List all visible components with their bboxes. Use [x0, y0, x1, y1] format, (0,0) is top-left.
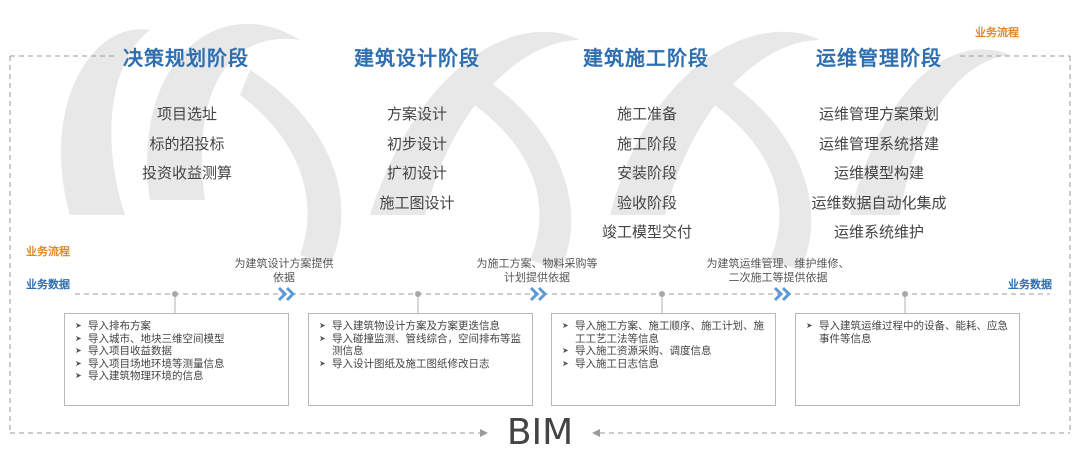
- timeline-chevrons: [277, 286, 792, 302]
- swoosh-8: [850, 49, 1010, 215]
- basis-note-operation: 为建筑运维管理、维护维修、 二次施工等提供依据: [706, 257, 850, 284]
- list-item: 导入设计图纸及施工图纸修改日志: [319, 358, 526, 371]
- swoosh-6: [610, 31, 820, 215]
- phase-item: 投资收益测算: [141, 164, 232, 182]
- phase-item: 施工准备: [616, 105, 677, 123]
- phase-item: 竣工模型交付: [601, 223, 692, 241]
- phase-item: 方案设计: [386, 105, 447, 123]
- swoosh-5: [460, 70, 572, 270]
- list-item: 导入碰撞监测、管线综合，空间排布等监测信息: [319, 333, 526, 358]
- phase-item: 运维管理方案策划: [818, 105, 939, 123]
- data-box-operation: 导入建筑运维过程中的设备、能耗、应急事件等信息: [795, 313, 1020, 406]
- flow-tag-left: 业务流程: [26, 245, 70, 258]
- basis-note-design: 为建筑设计方案提供 依据: [234, 257, 334, 284]
- swoosh-2: [61, 29, 150, 215]
- phase-item: 运维系统维护: [833, 223, 924, 241]
- data-tag-left: 业务数据: [26, 278, 70, 291]
- phase-item: 施工阶段: [616, 134, 677, 153]
- list-item: 导入排布方案: [75, 320, 282, 333]
- list-item: 导入项目场地环境等测量信息: [75, 358, 282, 371]
- flow-tag-top-right: 业务流程: [975, 26, 1019, 39]
- phase-item: 标的招投标: [149, 134, 225, 153]
- swoosh-4: [370, 31, 580, 215]
- phase-items-construction: 施工准备 施工阶段 安装阶段 验收阶段 竣工模型交付: [527, 100, 767, 248]
- phase-item: 验收阶段: [616, 193, 677, 212]
- phase-title-design: 建筑设计阶段: [354, 46, 480, 70]
- basis-note-construction: 为施工方案、物料采购等 计划提供依据: [476, 257, 598, 284]
- phase-items-design: 方案设计 初步设计 扩初设计 施工图设计: [297, 100, 537, 218]
- list-item: 导入施工资源采购、调度信息: [562, 345, 769, 358]
- timeline-dots: [172, 291, 908, 297]
- data-box-construction: 导入施工方案、施工顺序、施工计划、施工工艺工法等信息 导入施工资源采购、调度信息…: [551, 313, 776, 406]
- background-swooshes: [61, 23, 1010, 270]
- timeline-connectors: [174, 297, 906, 313]
- list-item: 导入建筑运维过程中的设备、能耗、应急事件等信息: [806, 320, 1013, 345]
- data-box-design: 导入建筑物设计方案及方案更迭信息 导入碰撞监测、管线综合，空间排布等监测信息 导…: [308, 313, 533, 406]
- frame-arrow-right: [480, 429, 488, 437]
- list-item: 导入建筑物理环境的信息: [75, 370, 282, 383]
- phase-item: 初步设计: [386, 134, 447, 153]
- swoosh-3: [240, 70, 342, 265]
- phase-item: 扩初设计: [386, 164, 447, 182]
- phase-item: 项目选址: [156, 105, 217, 123]
- phase-item: 运维模型构建: [833, 164, 924, 182]
- list-item: 导入城市、地块三维空间模型: [75, 333, 282, 346]
- phase-items-decision: 项目选址 标的招投标 投资收益测算: [67, 100, 307, 189]
- phase-item: 运维管理系统搭建: [818, 134, 939, 153]
- list-item: 导入项目收益数据: [75, 345, 282, 358]
- phase-title-operation: 运维管理阶段: [816, 46, 942, 70]
- list-item: 导入施工方案、施工顺序、施工计划、施工工艺工法等信息: [562, 320, 769, 345]
- data-tag-right: 业务数据: [1008, 278, 1052, 291]
- phase-item: 运维数据自动化集成: [811, 193, 947, 212]
- list-item: 导入施工日志信息: [562, 358, 769, 371]
- phase-item: 安装阶段: [616, 164, 677, 182]
- phase-items-operation: 运维管理方案策划 运维管理系统搭建 运维模型构建 运维数据自动化集成 运维系统维…: [759, 100, 999, 248]
- swoosh-7: [700, 70, 812, 270]
- data-box-decision: 导入排布方案 导入城市、地块三维空间模型 导入项目收益数据 导入项目场地环境等测…: [64, 313, 289, 406]
- frame-arrow-left: [592, 429, 600, 437]
- phase-title-construction: 建筑施工阶段: [583, 46, 709, 70]
- list-item: 导入建筑物设计方案及方案更迭信息: [319, 320, 526, 333]
- phase-title-decision: 决策规划阶段: [123, 46, 249, 70]
- bim-label: BIM: [506, 412, 574, 453]
- swoosh-1: [147, 23, 300, 200]
- phase-item: 施工图设计: [379, 193, 455, 212]
- dashed-frame: [9, 55, 1071, 434]
